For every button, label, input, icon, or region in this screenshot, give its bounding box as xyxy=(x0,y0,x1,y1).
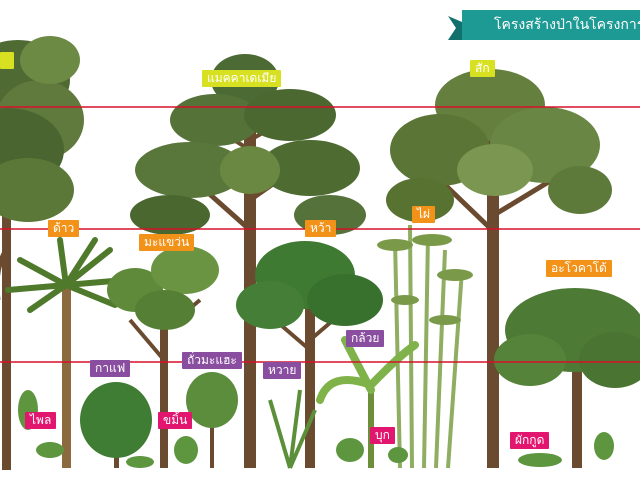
label-tuamahae: ถั่วมะแฮะ xyxy=(182,352,242,369)
label-phlai: ไพล xyxy=(25,412,57,429)
title-banner xyxy=(448,10,640,40)
label-mabaewan: มะแขว่น xyxy=(139,234,195,251)
label-wa: หว้า xyxy=(305,220,337,237)
avocado-tree xyxy=(494,288,640,468)
label-khamin: ขมิ้น xyxy=(158,412,193,429)
label-phai: ไผ่ xyxy=(412,206,436,223)
makadamia-tree xyxy=(130,54,366,468)
label-dao: ด้าว xyxy=(48,220,80,237)
page-title: โครงสร้างป่าในโครงการ xyxy=(494,17,640,33)
tuamahae-shrub xyxy=(186,372,238,468)
wai-plant xyxy=(268,389,317,469)
kafae-shrub xyxy=(80,382,152,468)
label-kluai: กล้วย xyxy=(346,330,385,347)
wa-tree xyxy=(236,241,383,468)
label-buk: บุก xyxy=(370,427,395,444)
label-kafae: กาแฟ xyxy=(90,360,131,377)
label-wai: หวาย xyxy=(263,362,302,379)
label-makadamia: แมคคาเดเมีย xyxy=(202,70,282,87)
left-tall-tree xyxy=(0,36,84,470)
label-left-tree xyxy=(0,52,14,69)
ground-plants xyxy=(18,390,614,468)
label-avocado: อะโวคาโด้ xyxy=(546,260,612,277)
dao-palm xyxy=(5,237,128,468)
label-phakkut: ผักกูด xyxy=(510,432,550,449)
mabaewan-tree xyxy=(107,246,219,468)
label-sak: สัก xyxy=(470,60,495,77)
sak-tree xyxy=(386,69,612,468)
